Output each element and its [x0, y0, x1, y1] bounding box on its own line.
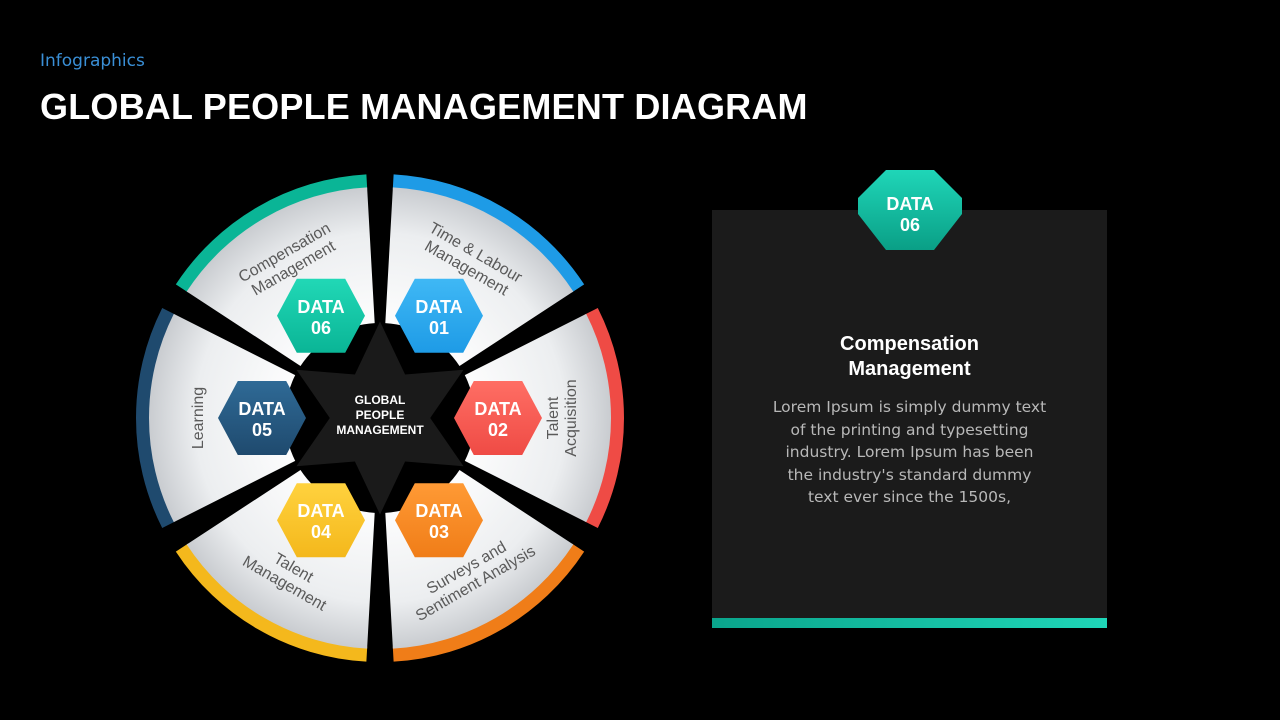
badge-label-line-1: DATA	[886, 194, 933, 214]
panel-badge: DATA 06	[858, 170, 962, 250]
data-badge-number-03: 03	[429, 522, 449, 542]
hexagon-05	[218, 381, 306, 455]
data-badge-number-01: 01	[429, 318, 449, 338]
center-label: PEOPLE	[356, 408, 405, 422]
center-star	[290, 314, 470, 522]
panel-heading: Compensation Management	[840, 333, 979, 380]
hexagon-01	[395, 278, 483, 353]
data-badge-label-06: DATA	[297, 297, 344, 317]
badge-hexagon	[858, 170, 962, 250]
hexagon-02	[454, 381, 542, 455]
detail-panel: Compensation Management Lorem Ipsum is s…	[712, 210, 1107, 628]
panel-body: Lorem Ipsum is simply dummy text of the …	[772, 398, 1047, 506]
segment-ring-02	[584, 307, 624, 529]
data-badge-number-04: 04	[311, 522, 331, 542]
badge-label-line-2: 06	[900, 215, 920, 235]
segment-label-02: Acquisition	[563, 379, 580, 456]
center-label: GLOBAL	[355, 393, 406, 407]
data-badge-label-02: DATA	[474, 399, 521, 419]
data-badge-number-05: 05	[252, 420, 272, 440]
segment-label-05: Learning	[190, 387, 207, 449]
data-badge-label-01: DATA	[415, 297, 462, 317]
kicker-text: Infographics	[40, 51, 145, 71]
hexagon-04	[277, 483, 365, 558]
data-badge-label-04: DATA	[297, 501, 344, 521]
data-badge-label-05: DATA	[238, 399, 285, 419]
panel-accent-bar	[712, 618, 1107, 628]
center-label: MANAGEMENT	[336, 423, 424, 437]
data-badge-number-06: 06	[311, 318, 331, 338]
data-badge-number-02: 02	[488, 420, 508, 440]
hexagon-06	[277, 278, 365, 353]
data-badge-label-03: DATA	[415, 501, 462, 521]
segment-label-02: Talent	[545, 396, 562, 439]
hexagon-03	[395, 483, 483, 558]
segment-ring-05	[135, 307, 176, 529]
page-title: GLOBAL PEOPLE MANAGEMENT DIAGRAM	[40, 86, 808, 127]
